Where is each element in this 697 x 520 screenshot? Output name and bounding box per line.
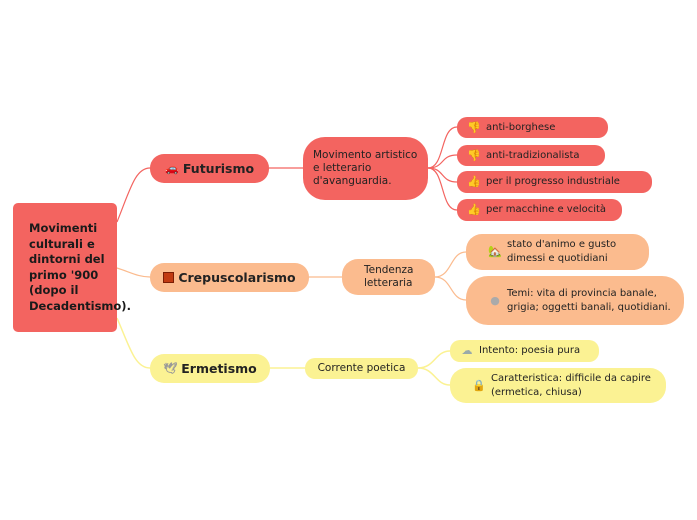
leaf-label: per macchine e velocità	[486, 204, 607, 215]
thumbs-up-icon: 👍	[467, 175, 481, 188]
sub-topic-crepuscolarismo[interactable]: Tendenza letteraria	[342, 259, 435, 295]
lock-icon: 🔒	[472, 378, 486, 392]
branch-futurismo[interactable]: 🚗 Futurismo	[150, 154, 269, 183]
leaf-anti-tradizionalista[interactable]: 👎 anti-tradizionalista	[457, 145, 605, 166]
leaf-macchine-velocita[interactable]: 👍 per macchine e velocità	[457, 199, 622, 221]
leaf-progresso-industriale[interactable]: 👍 per il progresso industriale	[457, 171, 652, 193]
moon-icon: ●	[490, 293, 500, 307]
leaf-label: anti-borghese	[486, 121, 556, 133]
leaf-label: Caratteristica: difficile da capire (erm…	[491, 372, 651, 398]
sub-topic-futurismo[interactable]: Movimento artistico e letterario d'avang…	[303, 137, 428, 200]
leaf-intento[interactable]: ☁ Intento: poesia pura	[450, 340, 599, 362]
car-icon: 🚗	[165, 162, 179, 175]
sub-topic-label: Corrente poetica	[317, 362, 406, 374]
branch-label: Ermetismo	[181, 361, 257, 376]
root-topic[interactable]: Movimenti culturali e dintorni del primo…	[13, 203, 131, 332]
sunset-icon	[163, 272, 175, 283]
branch-ermetismo[interactable]: 🕊 Ermetismo	[150, 354, 270, 383]
leaf-stato-animo[interactable]: 🏡 stato d'animo e gusto dimessi e quotid…	[466, 234, 649, 270]
leaf-label: Temi: vita di provincia banale, grigia; …	[507, 287, 671, 313]
leaf-caratteristica[interactable]: 🔒 Caratteristica: difficile da capire (e…	[450, 368, 666, 403]
branch-crepuscolarismo[interactable]: Crepuscolarismo	[150, 263, 309, 292]
leaf-label: stato d'animo e gusto dimessi e quotidia…	[507, 239, 617, 264]
thumbs-down-icon: 👎	[467, 120, 481, 134]
cloud-icon: ☁	[461, 344, 473, 357]
thumbs-down-icon: 👎	[467, 148, 481, 162]
root-label: Movimenti culturali e dintorni del primo…	[29, 221, 131, 313]
dove-icon: 🕊	[163, 362, 178, 375]
leaf-label: anti-tradizionalista	[486, 149, 580, 161]
house-icon: 🏡	[488, 245, 502, 258]
branch-label: Futurismo	[182, 161, 255, 176]
sub-topic-label: Movimento artistico e letterario d'avang…	[313, 149, 418, 187]
sub-topic-label: Tendenza letteraria	[364, 264, 414, 289]
leaf-label: Intento: poesia pura	[479, 345, 581, 356]
leaf-anti-borghese[interactable]: 👎 anti-borghese	[457, 117, 608, 138]
sub-topic-ermetismo[interactable]: Corrente poetica	[305, 358, 418, 379]
thumbs-up-icon: 👍	[467, 203, 481, 216]
leaf-label: per il progresso industriale	[486, 176, 620, 187]
branch-label: Crepuscolarismo	[178, 270, 296, 285]
leaf-temi[interactable]: ● Temi: vita di provincia banale, grigia…	[466, 276, 684, 325]
